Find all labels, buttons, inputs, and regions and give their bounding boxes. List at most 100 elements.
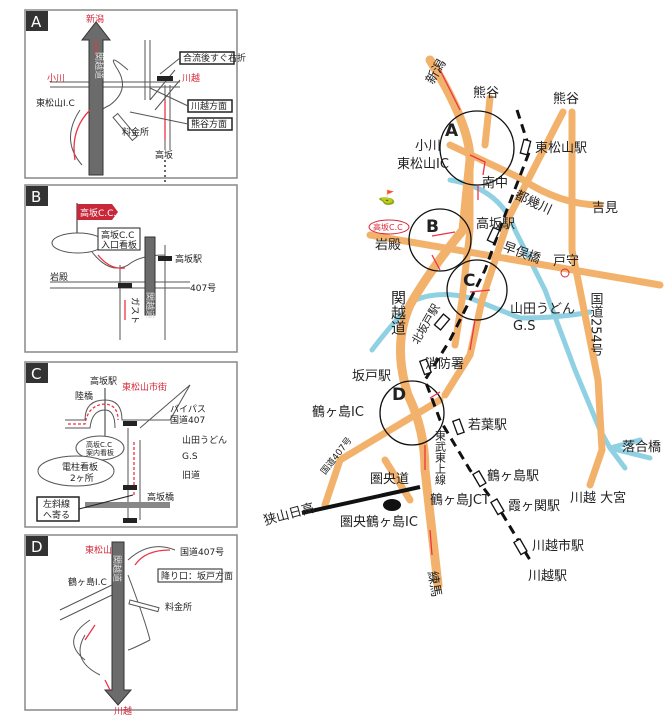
panel-a-badge	[26, 11, 48, 31]
higashimatsuyama-st-label: 東松山駅	[535, 140, 587, 156]
koaze-river	[369, 292, 593, 353]
kanetsu-label: 関越道	[144, 292, 156, 319]
gusto-label: ガスト	[129, 297, 140, 324]
rikkyo-label: 陸橋	[75, 390, 93, 402]
panel-d: D 関越道 東松山 国道407号 鶴ヶ島I.C 降り口：坂戸方面 料金所 川越	[24, 534, 238, 716]
takasaka-st-label: 高坂駅	[476, 216, 515, 232]
kanetsu-label: 関越道	[389, 290, 407, 335]
tobu-tojo-line	[423, 109, 532, 561]
route-407	[321, 396, 444, 509]
sakado-st-label: 坂戸駅	[352, 369, 391, 384]
minaminaka-label: 南中	[482, 175, 508, 191]
0-label: 左斜線	[43, 498, 70, 510]
gs-label: G.S	[513, 319, 535, 334]
nerima-label: 練馬	[424, 570, 443, 598]
0-label: バイパス	[170, 404, 206, 415]
ic-label: 鶴ヶ島I.C	[68, 576, 107, 588]
exit-label: 降り口：坂戸方面	[161, 570, 233, 582]
gs-label: G.S	[182, 452, 198, 462]
circle-b	[408, 208, 472, 272]
bridge-label: 高坂橋	[147, 491, 174, 503]
main-map: A B C D 新潟 熊谷 熊谷 東松山駅 小川 東松山IC 南中 都幾川 吉見…	[262, 55, 664, 598]
tollgate-label: 料金所	[165, 601, 192, 613]
niigata-label: 新潟	[86, 13, 104, 25]
callout1-label: 合流後すぐ右折	[183, 52, 246, 64]
panel-a: A 新潟 小川 川越 東松山I.C 料金所 高坂 関越道 合流後すぐ右折 川越方…	[24, 9, 246, 179]
tobu-label: 東武東上線	[434, 430, 447, 485]
1-label: へ寄る	[43, 509, 70, 521]
ken-o-label: 圏央道	[370, 472, 409, 487]
label-label: B	[31, 188, 41, 206]
kumagaya2-label: 熊谷	[553, 91, 579, 107]
1-label: 国道407	[170, 414, 205, 426]
callout2-label: 川越方面	[191, 100, 227, 112]
kumagaya1-label: 熊谷	[473, 85, 499, 101]
route-arrows	[424, 69, 491, 556]
panel-b: B 高坂C.C. 高坂C.C 入口看板 高坂駅 岩殿 407号 ガスト 関越道	[24, 184, 238, 353]
label-label: D	[31, 538, 43, 556]
kawagoe-label: 川越	[182, 72, 200, 84]
takasaka-cc-label: 高坂C.C	[373, 222, 403, 232]
takasaka-st-label: 高坂駅	[175, 253, 202, 265]
ken-o-ic-label: 圏央鶴ヶ島IC	[340, 514, 418, 530]
takasaka-cc-marker	[368, 219, 410, 235]
1-label: B	[426, 217, 439, 237]
takasaka-label: 高坂	[155, 149, 173, 161]
tsurugashima-ic-label: 鶴ヶ島IC	[312, 404, 364, 420]
panel-c: C 高坂駅 東松山市街 陸橋 バイパス 国道407 山田うどん G.S 旧道 高…	[24, 361, 238, 528]
1-label: 案内看板	[86, 448, 114, 457]
station-markers	[418, 138, 532, 556]
circle-a	[439, 110, 515, 186]
jct-label: 鶴ヶ島JCT	[430, 492, 490, 508]
panel-a-letter: A	[31, 13, 42, 31]
yamada-label: 山田うどん	[182, 435, 227, 446]
higashimatsuyama-ic-label: 東松山IC	[397, 156, 449, 172]
kawagoeshi-st-label: 川越市駅	[532, 538, 584, 554]
kanetsu-expressway	[80, 21, 112, 176]
route407-label: 国道407号	[180, 546, 224, 558]
old-road-label: 旧道	[182, 469, 200, 481]
kanetsu-label: 関越道	[93, 52, 105, 79]
yamada-label: 山田うどん	[510, 302, 575, 317]
circle-c	[446, 259, 508, 321]
ogawa-label: 小川	[47, 73, 65, 84]
route-254	[568, 108, 606, 489]
0-label: 高坂C.C	[86, 440, 112, 449]
kawagoe-label: 川越	[114, 705, 132, 716]
route407-label: 407号	[190, 283, 216, 294]
flag-label: 高坂C.C.	[80, 207, 116, 219]
tollgate-label: 料金所	[122, 126, 149, 138]
0-label: A	[445, 121, 459, 141]
golf-flag	[77, 204, 118, 220]
callout3-label: 熊谷方面	[191, 118, 227, 130]
route254-label: 国道254号	[588, 292, 604, 356]
wakaba-st-label: 若葉駅	[468, 417, 507, 433]
2-label: C	[463, 271, 475, 291]
kanetsu-label: 関越道	[111, 555, 123, 582]
fire-label: 消防署	[425, 356, 464, 372]
1-label: 入口看板	[101, 239, 137, 251]
label-label: C	[31, 365, 41, 383]
ken-o-ic-interchange	[383, 499, 401, 511]
higashimatsuyama-label: 東松山	[85, 544, 112, 556]
circle-d	[379, 380, 445, 446]
0-label: 電柱看板	[62, 461, 98, 473]
0-label: 高坂C.C	[101, 229, 134, 241]
higashimatsuyama-ic-label: 東松山I.C	[36, 97, 75, 109]
iwadono-label: 岩殿	[375, 238, 401, 253]
tsurugashima-st-label: 鶴ヶ島駅	[487, 468, 539, 484]
tomori-label: 戸守	[553, 254, 579, 269]
kasumigaseki-st-label: 霞ヶ関駅	[508, 499, 560, 514]
ken-o-expressway	[301, 485, 421, 515]
1-label: 2ヶ所	[70, 473, 94, 484]
kawagoe-st-label: 川越駅	[528, 569, 567, 584]
kawagoe-omiya-label: 川越 大宮	[570, 490, 626, 506]
iwadono-label: 岩殿	[50, 271, 68, 283]
golf-course	[51, 232, 105, 254]
city-label: 東松山市街	[122, 381, 167, 393]
sayama-label: 狭山日高	[262, 500, 316, 529]
ochiai-label: 落合橋	[622, 440, 661, 455]
ogawa-label: 小川	[415, 139, 441, 154]
takasaka-st-label: 高坂駅	[90, 375, 117, 387]
